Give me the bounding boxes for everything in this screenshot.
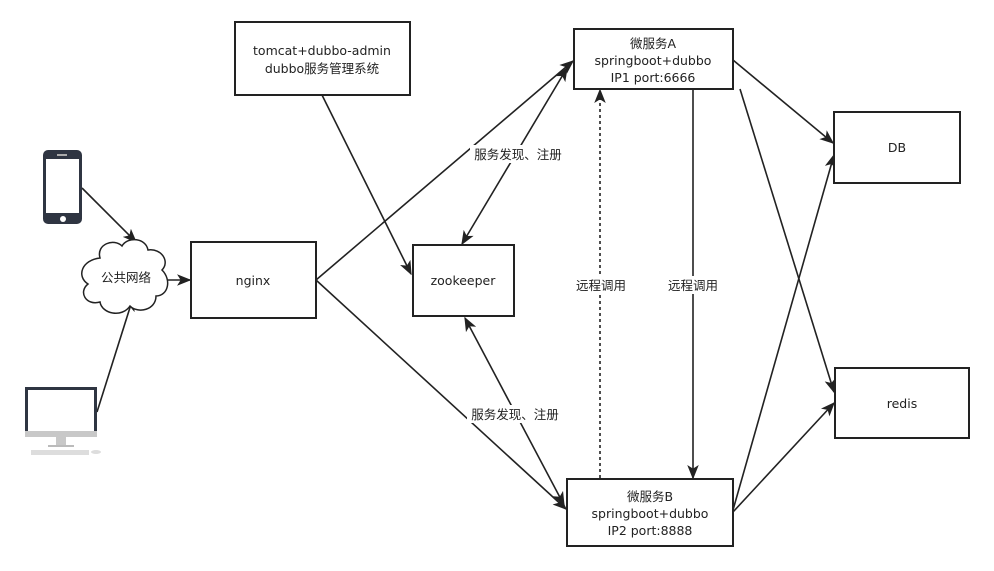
edge-tomcat-zookeeper <box>321 94 412 276</box>
label-discovery-a: 服务发现、注册 <box>474 147 562 162</box>
zookeeper-label: zookeeper <box>431 273 497 288</box>
node-service-a[interactable]: 微服务A springboot+dubbo IP1 port:6666 <box>573 28 734 90</box>
label-remote-call-dashed: 远程调用 <box>576 278 626 293</box>
edge-service-b-redis <box>732 401 835 513</box>
service-b-line3: IP2 port:8888 <box>608 523 693 538</box>
node-nginx[interactable]: nginx <box>190 241 317 319</box>
service-b-line1: 微服务B <box>627 489 673 504</box>
service-b-line2: springboot+dubbo <box>592 506 709 521</box>
node-db[interactable]: DB <box>833 111 961 184</box>
service-a-line3: IP1 port:6666 <box>611 70 696 85</box>
node-zookeeper[interactable]: zookeeper <box>412 244 515 317</box>
edge-service-a-redis <box>739 88 836 394</box>
tomcat-line1: tomcat+dubbo-admin <box>253 43 391 58</box>
edges <box>81 59 836 513</box>
service-a-line2: springboot+dubbo <box>595 53 712 68</box>
edge-phone-cloud <box>81 187 138 244</box>
cloud-label: 公共网络 <box>101 270 152 285</box>
cloud-icon <box>81 238 169 314</box>
label-discovery-b: 服务发现、注册 <box>471 407 559 422</box>
db-label: DB <box>888 140 906 155</box>
label-remote-call-solid: 远程调用 <box>668 278 718 293</box>
computer-icon <box>25 387 101 455</box>
node-tomcat[interactable]: tomcat+dubbo-admin dubbo服务管理系统 <box>234 21 411 96</box>
nginx-label: nginx <box>236 273 271 288</box>
edge-service-a-db <box>732 59 835 144</box>
edge-service-b-db <box>732 153 836 511</box>
node-service-b[interactable]: 微服务B springboot+dubbo IP2 port:8888 <box>566 478 734 547</box>
redis-label: redis <box>887 396 917 411</box>
node-cloud[interactable]: 公共网络 <box>81 238 169 314</box>
phone-icon <box>43 150 82 224</box>
tomcat-line2: dubbo服务管理系统 <box>265 61 379 76</box>
service-a-line1: 微服务A <box>630 36 677 51</box>
edge-computer-cloud <box>96 296 135 413</box>
node-redis[interactable]: redis <box>834 367 970 439</box>
